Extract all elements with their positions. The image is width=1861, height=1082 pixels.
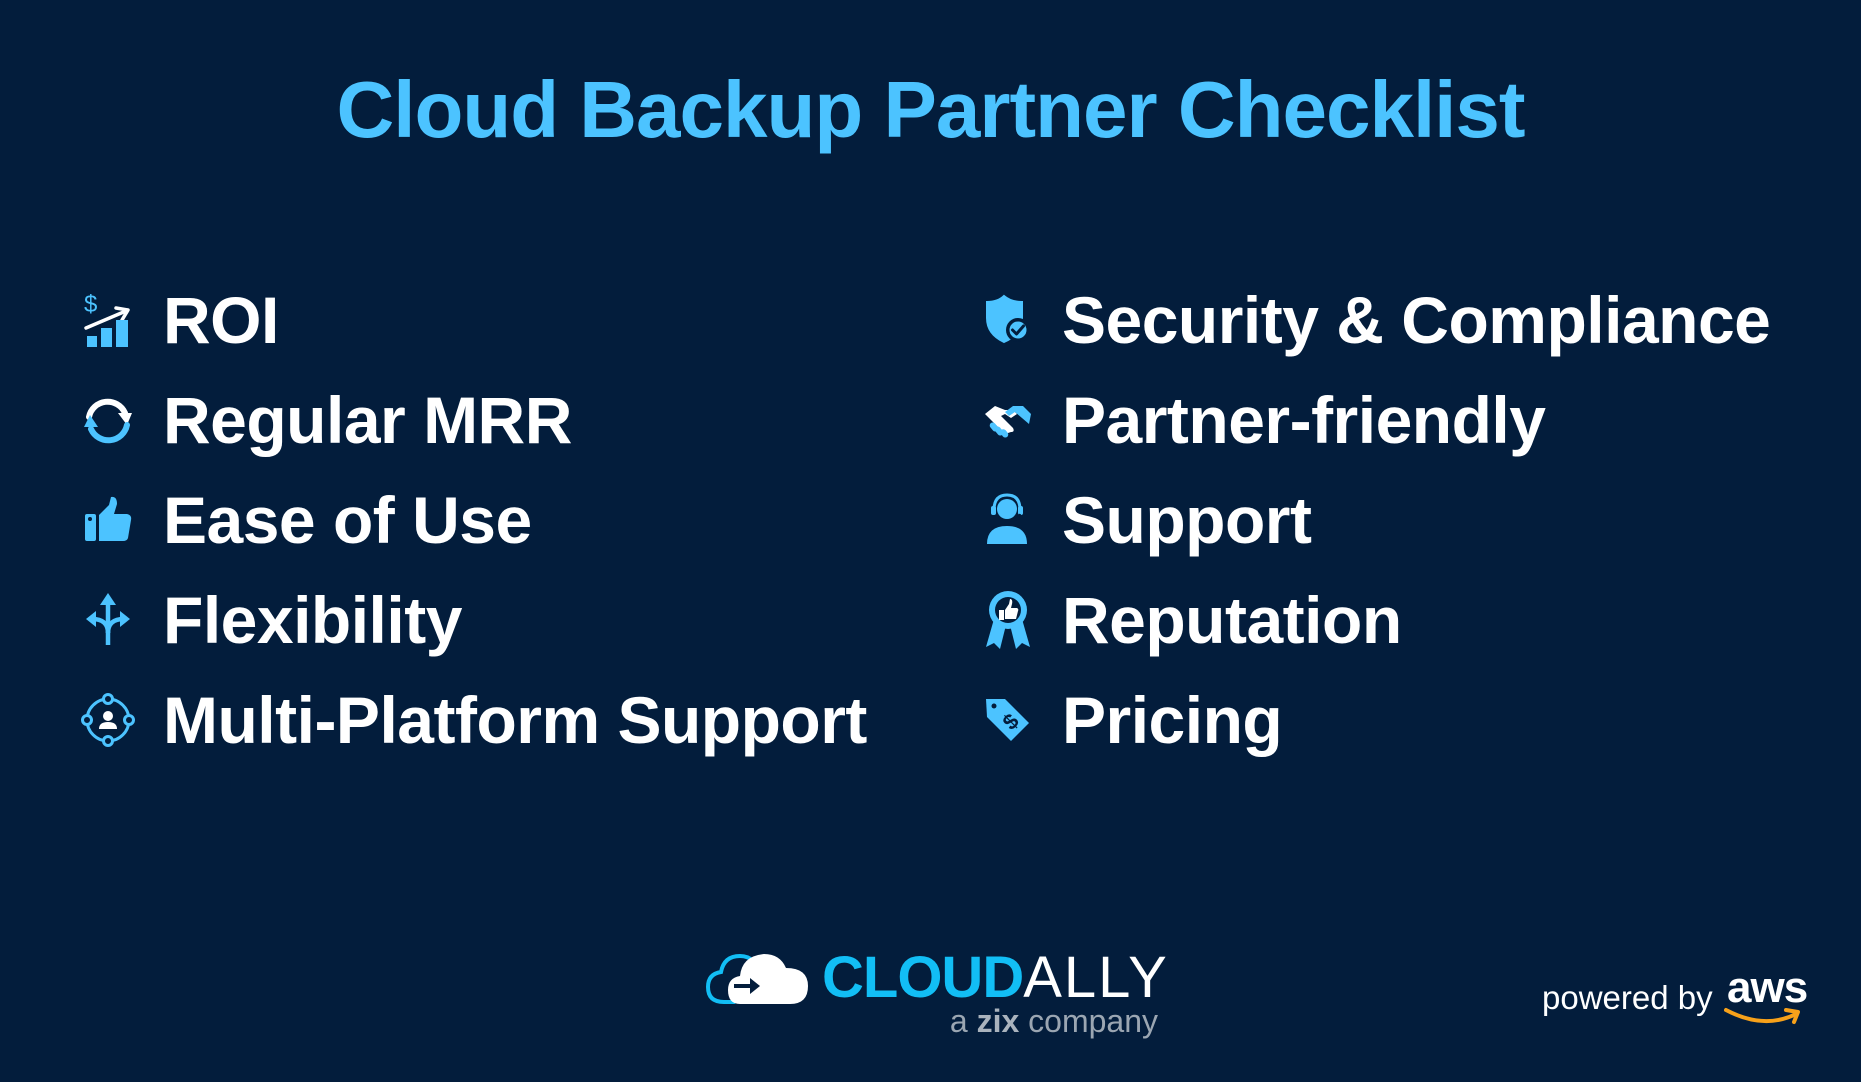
refresh-cycle-icon: [78, 390, 138, 450]
cloud-backup-icon: [704, 944, 814, 1008]
brand-wordmark: CLOUDALLY: [822, 948, 1169, 1008]
checklist-item-roi: $ ROI: [78, 270, 867, 370]
checklist-label: Flexibility: [163, 583, 462, 657]
headset-agent-icon: [978, 490, 1038, 550]
svg-text:$: $: [84, 291, 97, 318]
checklist-label: Regular MRR: [163, 383, 572, 457]
cloudally-logo: CLOUDALLY a zix company: [700, 940, 1170, 1040]
brand-tagline: a zix company: [950, 1003, 1158, 1039]
checklist-label: Reputation: [1062, 583, 1402, 657]
checklist-item-support: Support: [978, 470, 1770, 570]
powered-by-text: powered by: [1542, 979, 1713, 1016]
checklist-left-column: $ ROI Regular MRR: [78, 270, 867, 770]
tagline-prefix: a: [949, 1003, 968, 1039]
brand-part-cloud: CLOUD: [822, 945, 1024, 1010]
checklist-label: Security & Compliance: [1062, 283, 1771, 357]
award-ribbon-icon: [978, 590, 1038, 650]
checklist-right-column: Security & Compliance Partner-friendly: [978, 270, 1771, 770]
checklist-item-ease-of-use: Ease of Use: [78, 470, 867, 570]
user-network-icon: [78, 690, 138, 750]
checklist-label: Multi-Platform Support: [163, 683, 867, 757]
checklist-label: Partner-friendly: [1062, 383, 1546, 457]
checklist-item-multi-platform: Multi-Platform Support: [78, 670, 867, 770]
tagline-zix: zix: [976, 1003, 1020, 1039]
checklist-label: Support: [1062, 483, 1312, 557]
aws-wordmark: aws: [1727, 963, 1808, 1012]
shield-check-icon: [978, 290, 1038, 350]
brand-part-ally: ALLY: [1023, 945, 1169, 1010]
aws-smile-icon: [1724, 1006, 1806, 1028]
checklist-item-security-compliance: Security & Compliance: [978, 270, 1771, 370]
checklist-label: ROI: [163, 283, 279, 357]
checklist-label: Ease of Use: [163, 483, 532, 557]
price-tag-icon: $: [978, 690, 1038, 750]
checklist-item-flexibility: Flexibility: [78, 570, 867, 670]
checklist-item-reputation: Reputation: [978, 570, 1770, 670]
page-title: Cloud Backup Partner Checklist: [336, 65, 1525, 154]
checklist-item-partner-friendly: Partner-friendly: [978, 370, 1770, 470]
checklist-label: Pricing: [1062, 683, 1283, 757]
split-arrows-icon: [78, 590, 138, 650]
thumbs-up-icon: [78, 490, 138, 550]
roi-growth-chart-icon: $: [78, 290, 138, 350]
tagline-suffix: company: [1028, 1003, 1158, 1039]
checklist-item-pricing: $ Pricing: [978, 670, 1770, 770]
powered-by-aws: powered by aws: [1542, 963, 1812, 1038]
checklist-item-regular-mrr: Regular MRR: [78, 370, 867, 470]
handshake-icon: [978, 390, 1038, 450]
